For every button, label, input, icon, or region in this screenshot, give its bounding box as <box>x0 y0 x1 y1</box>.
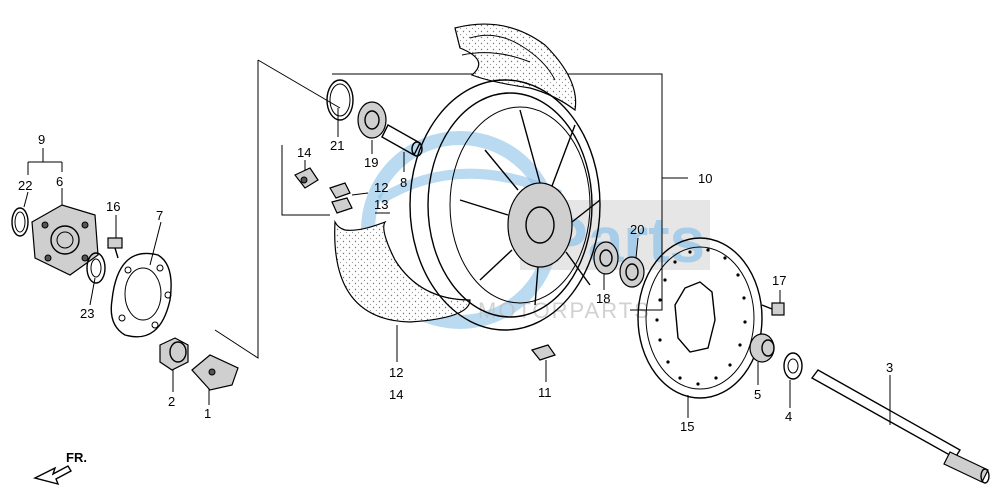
callout-5: 5 <box>754 387 761 402</box>
part-bolt-18 <box>761 302 785 316</box>
part-circlip-22 <box>326 79 354 121</box>
callout-24: 23 <box>80 306 94 321</box>
part-carrier-6 <box>31 204 99 276</box>
part-weight-12-14 <box>329 182 353 214</box>
callout-1: 1 <box>204 406 211 421</box>
callout-19: 18 <box>596 291 610 306</box>
callout-11: 11 <box>538 385 552 400</box>
part-stopper-1 <box>191 354 239 391</box>
callout-6: 6 <box>56 174 63 189</box>
direction-arrow: FR. <box>33 450 87 486</box>
part-tire-12-13 <box>334 23 577 323</box>
callout-22: 21 <box>330 138 344 153</box>
callout-17: 16 <box>106 199 120 214</box>
watermark-sub: MOTORPARTS <box>478 298 651 323</box>
callout-4: 4 <box>785 409 792 424</box>
callout-10: 10 <box>698 171 712 186</box>
part-bearing-21 <box>619 256 645 288</box>
callout-12-lower: 12 <box>389 365 403 380</box>
callout-8: 8 <box>400 175 407 190</box>
callout-21: 20 <box>630 222 644 237</box>
part-valve-15 <box>294 167 319 189</box>
part-wheel-10 <box>409 79 601 331</box>
callout-2: 2 <box>168 394 175 409</box>
callout-12-upper: 12 <box>374 180 388 195</box>
direction-label: FR. <box>66 450 87 465</box>
callout-13: 14 <box>389 387 403 402</box>
part-washer-24 <box>86 252 106 284</box>
callout-23: 22 <box>18 178 32 193</box>
leader-lines <box>23 108 891 425</box>
callouts: 9 22 6 16 7 23 2 1 14 21 19 8 12 13 12 1… <box>18 132 893 434</box>
part-plate-7 <box>110 252 172 338</box>
callout-7: 7 <box>156 208 163 223</box>
part-washer-4 <box>783 352 803 380</box>
callout-3: 3 <box>886 360 893 375</box>
callout-16: 15 <box>680 419 694 434</box>
part-clip-11 <box>530 344 556 361</box>
callout-9: 9 <box>38 132 45 147</box>
callout-15: 14 <box>297 145 311 160</box>
part-o-ring-23 <box>11 207 29 237</box>
callout-20: 19 <box>364 155 378 170</box>
part-collar-5 <box>749 333 775 363</box>
part-disc-16 <box>637 237 763 399</box>
part-bearing-19 <box>593 241 619 275</box>
part-axle-3 <box>810 369 990 484</box>
part-bearing-20 <box>357 101 387 139</box>
callout-14: 13 <box>374 197 388 212</box>
part-bolt-17 <box>107 237 123 259</box>
callout-18: 17 <box>772 273 786 288</box>
part-collar-2 <box>159 337 189 371</box>
